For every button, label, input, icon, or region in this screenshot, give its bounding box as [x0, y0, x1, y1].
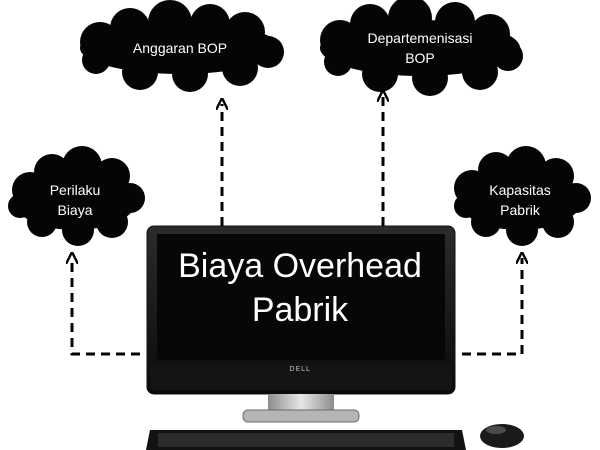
keyboard-keys	[158, 433, 454, 447]
monitor-brand: DELL	[289, 365, 311, 373]
node-label-departemen: Departemenisasi BOP	[367, 30, 473, 66]
center-title: Biaya Overhead Pabrik	[178, 247, 422, 329]
arrow-to-kapasitas	[462, 258, 522, 356]
keyboard	[146, 430, 466, 450]
cloud-perilaku	[8, 146, 145, 246]
cloud-departemen	[320, 0, 523, 96]
monitor	[146, 225, 456, 423]
monitor-screen	[157, 234, 445, 360]
arrow-to-perilaku	[72, 258, 140, 356]
node-label-anggaran: Anggaran BOP	[132, 40, 228, 56]
monitor-stand-base	[242, 409, 360, 423]
node-label-kapasitas: Kapasitas Pabrik	[489, 182, 551, 218]
cloud-kapasitas	[454, 146, 591, 246]
node-label-perilaku: Perilaku Biaya	[49, 182, 101, 218]
monitor-stand	[268, 394, 334, 410]
cloud-anggaran	[80, 0, 284, 92]
mouse-highlight	[486, 426, 506, 434]
monitor-chin	[150, 364, 452, 390]
